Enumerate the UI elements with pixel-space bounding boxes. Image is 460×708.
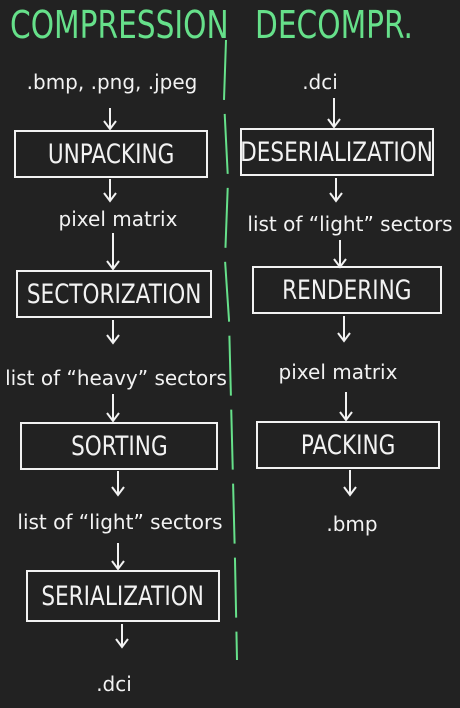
sectorization-label: SECTORIZATION [26, 278, 202, 310]
decompression-input-format: .dci [302, 70, 338, 94]
arrow-dci-to-deserialization [327, 98, 341, 129]
arrow-sorting-to-list [111, 471, 125, 497]
decompression-arrows [327, 98, 357, 497]
column-divider [222, 39, 238, 661]
arrow-packing-to-bmp [343, 470, 357, 497]
serialization-label: SERIALIZATION [41, 580, 205, 612]
compression-pixel-matrix: pixel matrix [58, 207, 178, 231]
arrow-rendering-to-pixel-matrix [337, 316, 351, 343]
compression-output-format: .dci [96, 672, 132, 696]
rendering-step: RENDERING [252, 266, 442, 314]
decompression-output-format: .bmp [326, 512, 378, 536]
decompression-light-sectors: list of “light” sectors [247, 212, 453, 236]
serialization-step: SERIALIZATION [26, 570, 220, 622]
arrow-unpacking-to-pixel-matrix [103, 179, 117, 203]
deserialization-step: DESERIALIZATION [240, 128, 434, 176]
unpacking-step: UNPACKING [14, 130, 208, 178]
compression-arrows [103, 108, 129, 649]
packing-label: PACKING [300, 429, 396, 461]
compression-heading: COMPRESSION [10, 3, 229, 47]
compression-input-formats: .bmp, .png, .jpeg [26, 70, 198, 94]
arrow-list-to-sorting [106, 394, 120, 423]
arrow-serialization-to-output [115, 624, 129, 649]
arrow-list-to-rendering [333, 240, 347, 269]
deserialization-label: DESERIALIZATION [240, 136, 434, 168]
compression-light-sectors: list of “light” sectors [17, 510, 223, 534]
arrow-list-to-serialization [111, 543, 125, 571]
sorting-label: SORTING [70, 430, 168, 462]
arrow-deserialization-to-list [329, 178, 343, 203]
compression-heavy-sectors: list of “heavy” sectors [5, 366, 227, 390]
unpacking-label: UNPACKING [47, 138, 175, 170]
sorting-step: SORTING [20, 422, 218, 470]
arrow-sectorization-to-list [106, 320, 120, 345]
rendering-label: RENDERING [282, 274, 412, 306]
packing-step: PACKING [256, 421, 440, 469]
arrow-pixel-matrix-to-packing [339, 392, 353, 422]
decompression-pixel-matrix: pixel matrix [278, 360, 398, 384]
sectorization-step: SECTORIZATION [16, 270, 212, 318]
arrow-input-to-unpacking [103, 108, 117, 131]
decompression-heading: DECOMPR. [255, 3, 413, 47]
arrow-pixel-matrix-to-sectorization [106, 233, 120, 271]
